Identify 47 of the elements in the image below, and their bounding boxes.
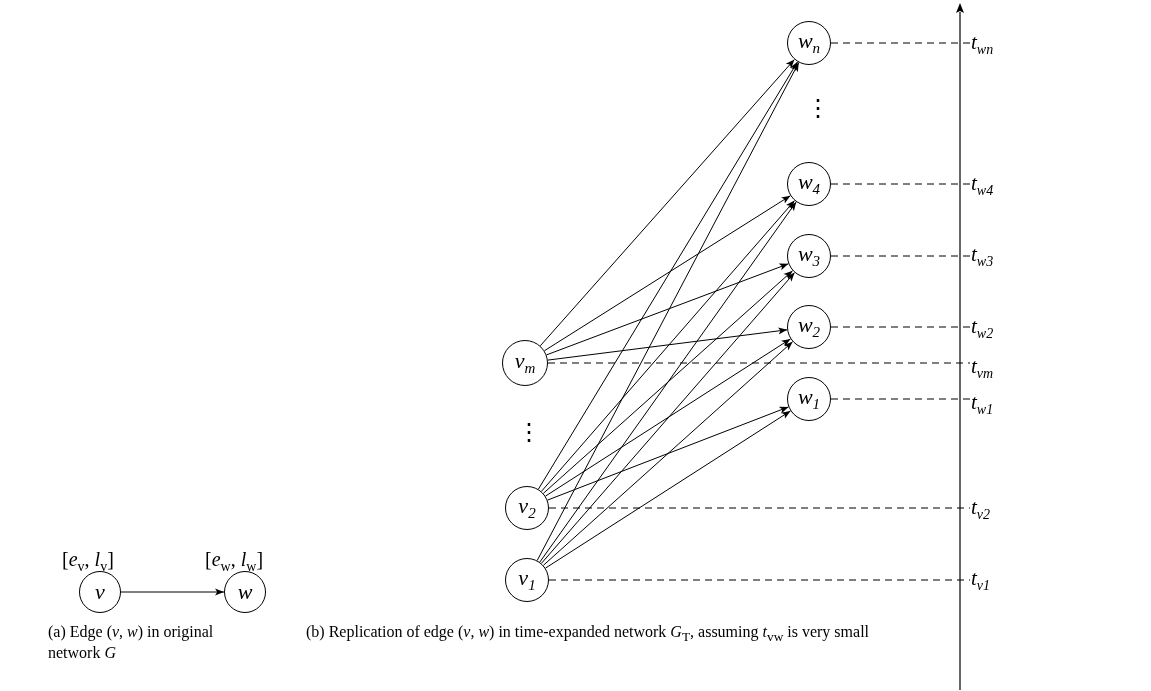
node-circle [787, 162, 831, 206]
arrow [542, 270, 794, 494]
node-circle [505, 486, 549, 530]
dashed-line [830, 398, 971, 400]
node-circle [787, 305, 831, 349]
arrow [540, 200, 796, 492]
arrow [539, 201, 797, 563]
arrow [539, 59, 795, 347]
node-circle [787, 21, 831, 65]
node-circle [502, 340, 548, 386]
node-label: w$_{4}$ [797, 170, 821, 198]
arrow [544, 195, 791, 352]
caption: (b) Replication of edge (v, w) in time-expanded network G$_{T}$, assuming t$_{vw}$ is very small [306, 622, 871, 646]
node-circle [787, 234, 831, 278]
vertical-ellipsis: ⋮ [517, 420, 541, 444]
node-label: w$_{n}$ [797, 29, 821, 57]
interval-label: [e$_{w}$, l$_{w}$] [205, 548, 264, 575]
node-circle [224, 571, 266, 613]
arrow [547, 327, 788, 361]
arrow [120, 588, 225, 596]
dashed-line [830, 326, 971, 328]
node-label: v$_{m}$ [514, 349, 536, 377]
arrow [540, 272, 796, 564]
arrow [545, 410, 791, 569]
node-label: v$_{2}$ [518, 494, 536, 522]
node-label: w [237, 581, 253, 603]
node-label: v$_{1}$ [518, 566, 536, 594]
node-label: w$_{3}$ [797, 242, 821, 270]
arrow [536, 62, 800, 561]
node-label: v [95, 581, 105, 603]
node-circle [787, 377, 831, 421]
dashed-line [830, 183, 971, 185]
dashed-line [830, 255, 971, 257]
arrow [546, 263, 789, 356]
arrow [537, 61, 799, 490]
node-circle [79, 571, 121, 613]
node-label: w$_{2}$ [797, 313, 821, 341]
interval-label: [e$_{v}$, l$_{v}$] [62, 548, 114, 575]
node-circle [505, 558, 549, 602]
vertical-ellipsis: ⋮ [806, 96, 830, 120]
arrow [542, 341, 794, 566]
arrow [545, 338, 791, 497]
arrow [547, 406, 789, 501]
node-label: w$_{1}$ [797, 385, 821, 413]
caption: (a) Edge (v, w) in original network G [48, 622, 215, 663]
dashed-line [830, 42, 971, 44]
dashed-line [547, 362, 971, 364]
